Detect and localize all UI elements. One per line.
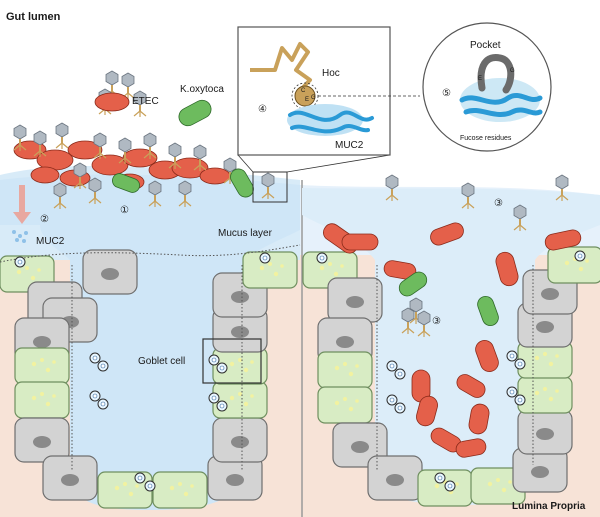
k-oxytoca-invading bbox=[398, 271, 499, 326]
gut-lumen-label: Gut lumen bbox=[6, 11, 61, 23]
zoom-box-mucus bbox=[252, 171, 288, 203]
hoc-e-label: E bbox=[305, 97, 309, 103]
zoom-line-a bbox=[237, 154, 254, 173]
k-oxytoca-on-mucus-2 bbox=[230, 168, 254, 198]
pocket-shape bbox=[477, 54, 515, 94]
pocket-g-label: G bbox=[510, 68, 515, 74]
left-top-microvilli bbox=[0, 244, 301, 263]
muc2-strand-1 bbox=[288, 110, 374, 122]
pocket-e-label: E bbox=[478, 76, 482, 82]
k-oxytoca-bacterium bbox=[178, 99, 212, 127]
inset-phage-tail bbox=[250, 42, 319, 110]
hoc-g-label: G bbox=[311, 95, 316, 101]
fucose-strand-1 bbox=[459, 92, 543, 105]
etec-cluster bbox=[13, 140, 231, 191]
mucus-layer-label: Mucus layer bbox=[218, 228, 273, 239]
fucose-residues-label: Fucose residues bbox=[460, 135, 512, 142]
lumina-propria-label: Lumina Propria bbox=[512, 501, 586, 512]
step-2-marker: ② bbox=[40, 214, 49, 225]
zoom-line-b bbox=[286, 154, 391, 173]
left-microvilli bbox=[71, 265, 243, 470]
etec-bacterium bbox=[94, 92, 130, 112]
fucose-strand-2 bbox=[463, 107, 543, 118]
step-4-marker: ④ bbox=[258, 104, 267, 115]
muc2-strand-2 bbox=[290, 124, 370, 134]
muc2-inset-label: MUC2 bbox=[335, 140, 364, 151]
step-3a-marker: ③ bbox=[494, 198, 503, 209]
etec-invading bbox=[323, 222, 582, 458]
etec-label: ETEC bbox=[132, 96, 159, 107]
muc2-secreted-label: MUC2 bbox=[36, 236, 65, 247]
k-oxytoca-label: K.oxytoca bbox=[180, 84, 224, 95]
k-oxytoca-on-mucus bbox=[112, 173, 140, 193]
step-3b-marker: ③ bbox=[432, 316, 441, 327]
step-1-marker: ① bbox=[120, 205, 129, 216]
hoc-c-label: C bbox=[301, 88, 306, 94]
pocket-label: Pocket bbox=[470, 40, 501, 51]
step-5-marker: ⑤ bbox=[442, 88, 451, 99]
zoom-box-goblet bbox=[202, 338, 262, 384]
muc2-secretion bbox=[12, 185, 31, 243]
goblet-cell-label: Goblet cell bbox=[138, 356, 185, 367]
hoc-label: Hoc bbox=[322, 68, 340, 79]
right-microvilli bbox=[376, 265, 534, 470]
